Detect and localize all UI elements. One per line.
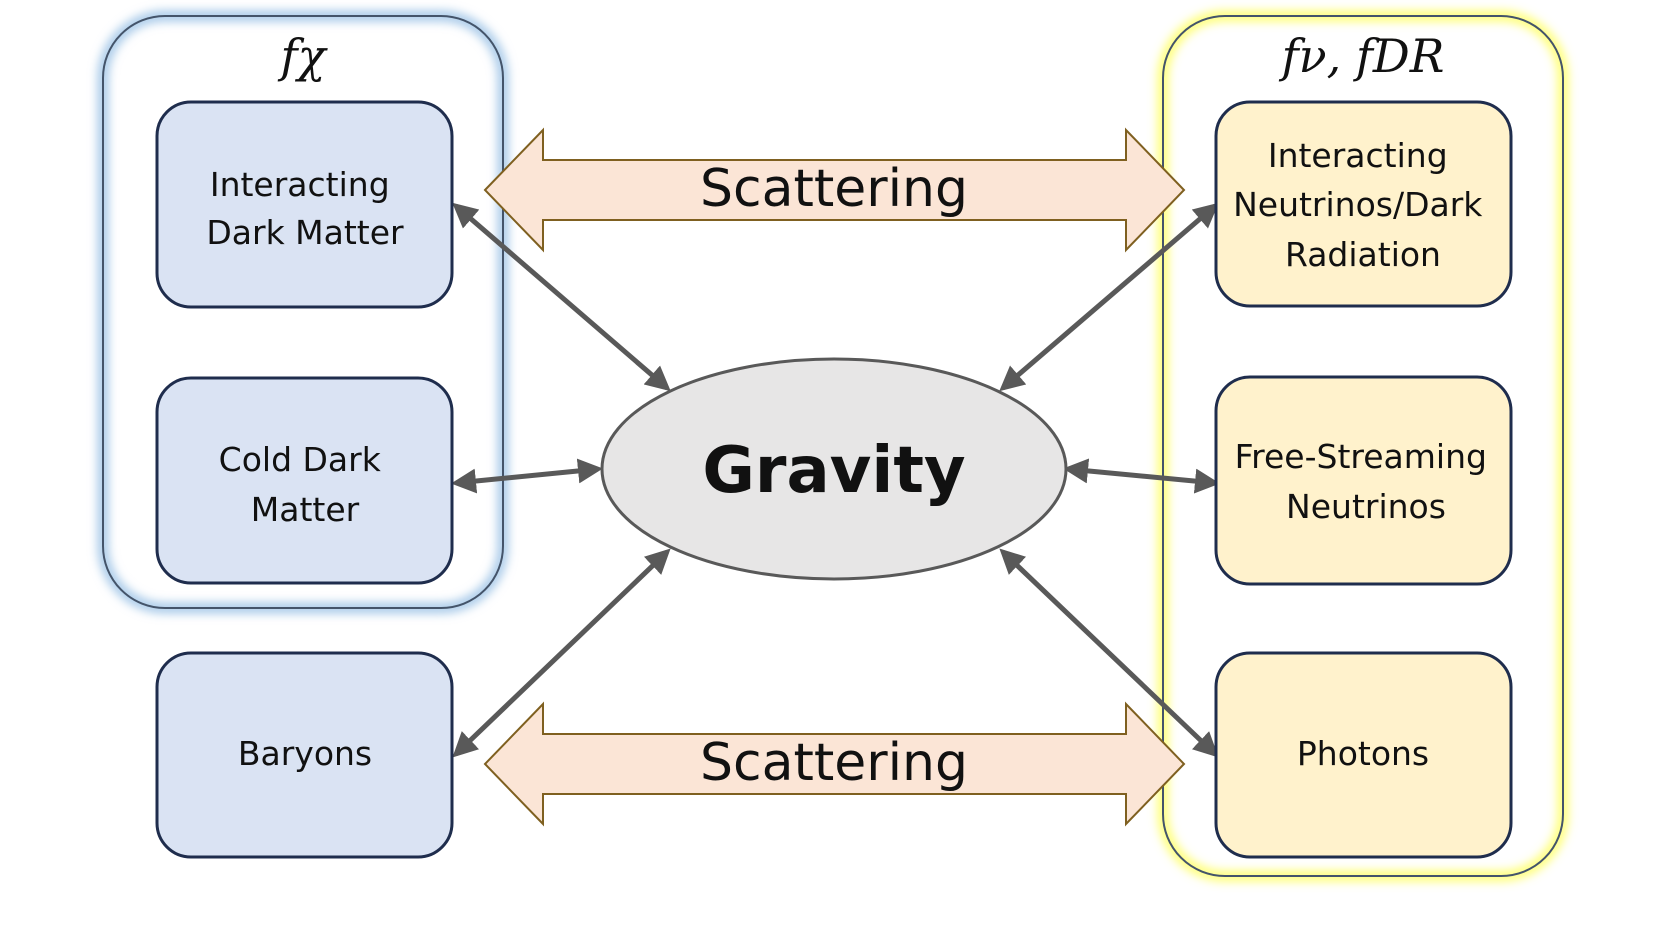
box-line: Cold Dark bbox=[219, 440, 382, 479]
connector-photons bbox=[999, 548, 1219, 758]
connector-free-nu bbox=[1063, 458, 1220, 494]
box-line: Photons bbox=[1297, 734, 1429, 773]
connector-cold-dm bbox=[451, 458, 603, 494]
box-line: Free-Streaming bbox=[1235, 437, 1487, 476]
box-line: Matter bbox=[251, 490, 360, 529]
scattering-arrow-top: Scattering bbox=[483, 127, 1186, 253]
connector-interacting-dm bbox=[452, 202, 671, 392]
baryons-box: Baryons bbox=[155, 651, 454, 859]
gravity-connectors bbox=[451, 202, 1220, 758]
interacting-dark-matter-box: Interacting Dark Matter bbox=[155, 100, 454, 309]
svg-text:Photons: Photons bbox=[1297, 734, 1429, 773]
scattering-label-bottom: Scattering bbox=[700, 733, 968, 793]
box-line: Interacting bbox=[210, 165, 390, 204]
connector-interacting-nu bbox=[999, 202, 1219, 392]
box-line: Neutrinos/Dark bbox=[1233, 185, 1483, 224]
gravity-node: Gravity bbox=[600, 357, 1068, 581]
svg-text:Interacting Dark Matter: Interacting Dark Matter bbox=[206, 165, 404, 252]
cold-dark-matter-box: Cold Dark Matter bbox=[155, 376, 454, 585]
svg-text:Interacting Neutrinos/Da: Interacting Neutrinos/Dark Radiation bbox=[1233, 136, 1493, 274]
scattering-label-top: Scattering bbox=[700, 159, 968, 219]
box-line: Interacting bbox=[1268, 136, 1448, 175]
box-line: Neutrinos bbox=[1286, 487, 1446, 526]
scattering-arrow-bottom: Scattering bbox=[483, 701, 1186, 827]
dark-matter-fraction-label: fχ bbox=[278, 29, 329, 83]
gravity-label: Gravity bbox=[702, 434, 965, 508]
free-streaming-neutrinos-box: Free-Streaming Neutrinos bbox=[1214, 375, 1513, 586]
radiation-group: fν, fDR bbox=[1158, 11, 1568, 881]
photons-box: Photons bbox=[1214, 651, 1513, 859]
connector-baryons bbox=[452, 548, 671, 758]
interacting-neutrinos-box: Interacting Neutrinos/Dark Radiation bbox=[1214, 100, 1513, 308]
svg-text:Cold Dark Matter: Cold Dark Matter bbox=[219, 440, 392, 529]
svg-text:Free-Streaming Neutrinos: Free-Streaming Neutrinos bbox=[1235, 437, 1498, 526]
svg-text:Baryons: Baryons bbox=[238, 734, 372, 773]
box-line: Baryons bbox=[238, 734, 372, 773]
box-line: Radiation bbox=[1285, 235, 1441, 274]
radiation-fraction-label: fν, fDR bbox=[1279, 29, 1445, 83]
box-line: Dark Matter bbox=[206, 213, 404, 252]
